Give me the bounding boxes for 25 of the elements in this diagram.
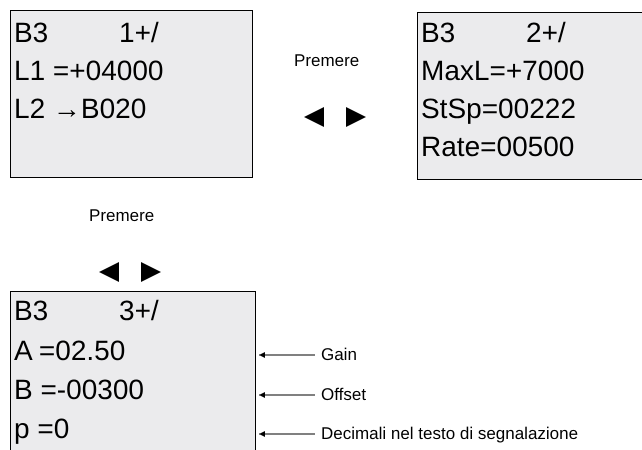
display-text: L2 →B020 — [14, 93, 146, 125]
leader-line — [258, 352, 316, 358]
display-text: Rate=00500 — [421, 131, 574, 163]
display-screen — [10, 10, 253, 178]
annotation-text: Decimali nel testo di segnalazione — [321, 423, 578, 445]
annotation-text: Offset — [321, 384, 366, 406]
display-text: L1 =+04000 — [14, 55, 164, 87]
instruction-text: Premere — [294, 51, 360, 71]
display-text: 1+/ — [119, 17, 159, 49]
display-text: B3 — [14, 17, 48, 49]
display-text: 2+/ — [526, 17, 566, 49]
display-text: B3 — [421, 17, 456, 49]
display-text: B3 — [14, 295, 48, 327]
display-text: MaxL=+7000 — [421, 55, 584, 87]
instruction-text: Premere — [89, 206, 154, 226]
display-screen — [417, 12, 642, 180]
display-text: A =02.50 — [14, 335, 126, 367]
display-screen — [10, 291, 256, 450]
leader-line — [258, 431, 316, 437]
display-text: 3+/ — [119, 295, 159, 327]
display-text: StSp=00222 — [421, 93, 576, 125]
annotation-text: Gain — [321, 344, 357, 366]
display-text: B =-00300 — [14, 374, 144, 406]
display-text: p =0 — [14, 413, 70, 445]
leader-line — [258, 392, 316, 398]
